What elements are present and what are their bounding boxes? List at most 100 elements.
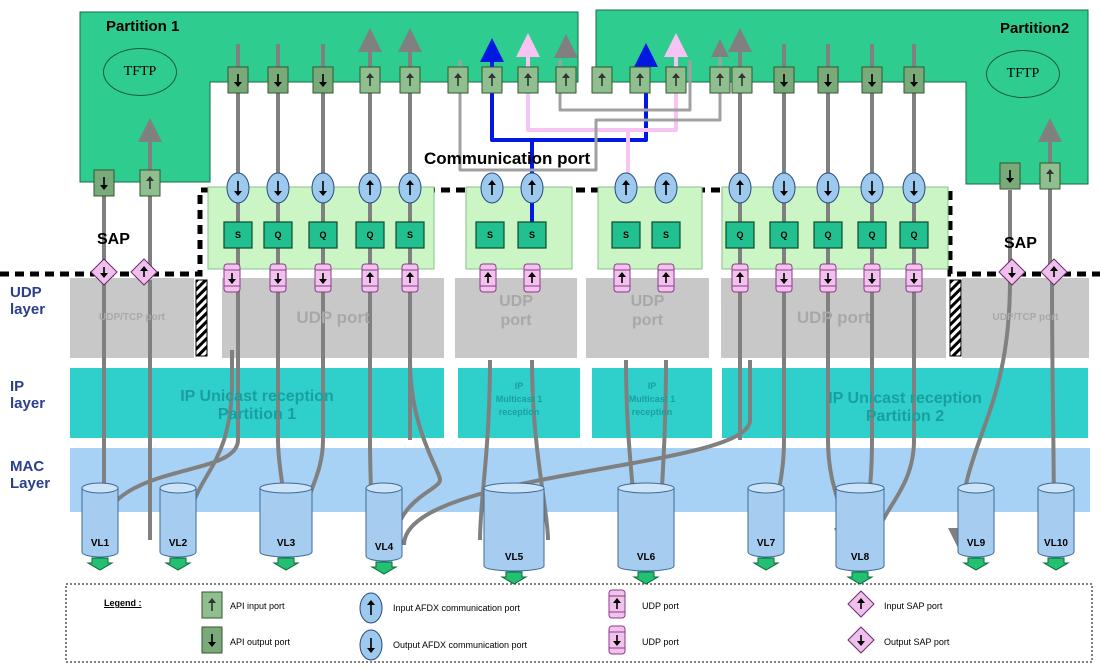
- buffer-letter: Q: [319, 230, 327, 240]
- arrow-head: [366, 73, 374, 78]
- legend-api-input: API input port: [230, 601, 285, 611]
- arrow-up-icon: [598, 73, 606, 86]
- arrow-head: [1050, 266, 1058, 271]
- vl-queue: [483, 482, 545, 585]
- arrow-head: [406, 180, 414, 185]
- arrow-head: [613, 641, 621, 646]
- sap-label-right: SAP: [1004, 235, 1037, 252]
- input-sap-port: [130, 258, 158, 286]
- arrow-down-icon: [274, 74, 282, 87]
- api-input-port: [665, 66, 687, 94]
- arrow-down-icon: [367, 638, 375, 653]
- arrow-head: [528, 180, 536, 185]
- arrow-head: [208, 598, 216, 603]
- tftp-partition-2: TFTP: [986, 50, 1060, 98]
- legend-udp-icon-1: [608, 589, 626, 619]
- udp-right-small-label: UDP/TCP port: [992, 312, 1059, 323]
- port-buffer: [899, 221, 929, 249]
- vl-cylinder-top: [159, 482, 197, 494]
- arrow-down-icon: [234, 181, 242, 196]
- arrow-head: [716, 73, 724, 78]
- arrow-head: [524, 73, 532, 78]
- arrow-up-icon: [140, 266, 148, 277]
- output-afdx-port: [226, 172, 250, 204]
- arrow-up-icon: [406, 73, 414, 86]
- arrow-down-icon: [824, 181, 832, 196]
- arrow-up-icon: [662, 180, 670, 195]
- arrow-up-icon: [208, 598, 216, 611]
- buffer-letter: S: [486, 230, 493, 240]
- vl-label: VL10: [1044, 538, 1068, 549]
- flow-vl4-cross: [402, 360, 752, 546]
- vl-label: VL5: [504, 552, 524, 563]
- vl-queue: [835, 482, 885, 585]
- tftp-partition-1: TFTP: [103, 48, 177, 96]
- partition-1-title: Partition 1: [106, 18, 180, 35]
- arrow-head: [234, 191, 242, 196]
- legend-api-output: API output port: [230, 637, 291, 647]
- arrow-head: [824, 191, 832, 196]
- vl-output-arrow: [632, 571, 660, 585]
- arrow-up-icon: [738, 73, 746, 86]
- arrow-up-icon: [662, 272, 670, 283]
- udp-port: [523, 263, 541, 293]
- vl-output-arrow: [272, 557, 300, 571]
- api-output-port: [93, 169, 115, 197]
- arrow-down-icon: [780, 74, 788, 87]
- vl-output-arrow: [86, 557, 114, 571]
- arrow-down-icon: [613, 635, 621, 646]
- udp-port: [905, 263, 923, 293]
- arrow-up-icon: [1046, 169, 1054, 182]
- arrow-down-icon: [910, 74, 918, 87]
- api-output-port: [312, 66, 334, 94]
- arrow-down-icon: [868, 181, 876, 196]
- arrow-up-icon: [736, 272, 744, 283]
- arrow-up-icon: [528, 272, 536, 283]
- vl-cylinder-top: [835, 482, 885, 494]
- legend-output-afdx-icon: [359, 629, 383, 661]
- api-input-port: [731, 66, 753, 94]
- vl-cylinder-body: [1037, 488, 1075, 558]
- partition-boundary-dashed: [0, 187, 1100, 277]
- legend-api-output-icon: [201, 626, 223, 654]
- output-sap-port: [90, 258, 118, 286]
- input-sap-port: [1040, 258, 1068, 286]
- arrow-head: [868, 82, 876, 87]
- output-afdx-port: [266, 172, 290, 204]
- arrow-head: [528, 272, 536, 277]
- arrow-up-icon: [1050, 266, 1058, 277]
- hatch-left: [195, 279, 208, 357]
- ip-box-mid-1: [458, 368, 580, 438]
- arrow-up-icon: [488, 73, 496, 86]
- vl-output-arrow: [500, 571, 528, 585]
- api-output-port: [267, 66, 289, 94]
- flow-vl5: [478, 359, 492, 541]
- udp-box-left-small: [70, 278, 194, 358]
- vl-cylinder-body: [957, 488, 995, 558]
- arrow-head: [488, 73, 496, 78]
- port-buffer: [813, 221, 843, 249]
- vl-cylinder-top: [81, 482, 119, 494]
- arrow-head: [1008, 273, 1016, 278]
- vl-label: VL4: [374, 542, 394, 553]
- partition-2-title: Partition2: [1000, 20, 1070, 37]
- legend-box: [65, 583, 1093, 663]
- vl-label: VL8: [850, 552, 870, 563]
- vl-queue: [365, 482, 403, 575]
- legend-input-sap-icon: [847, 590, 875, 618]
- partition-1-area: [79, 11, 579, 183]
- arrow-head: [824, 279, 832, 284]
- arrow-down-icon: [100, 267, 108, 278]
- arrow-head: [910, 279, 918, 284]
- arrow-up-icon: [367, 600, 375, 615]
- port-buffer: [769, 221, 799, 249]
- vl-cylinder-top: [259, 482, 313, 494]
- arrow-head: [562, 73, 570, 78]
- arrow-head: [366, 180, 374, 185]
- ports: [90, 66, 1068, 293]
- vl-cylinder-body: [617, 488, 675, 572]
- arrow-head: [274, 279, 282, 284]
- buffer-letter: S: [234, 230, 241, 240]
- arrow-head: [868, 191, 876, 196]
- buffer-letter: S: [406, 230, 413, 240]
